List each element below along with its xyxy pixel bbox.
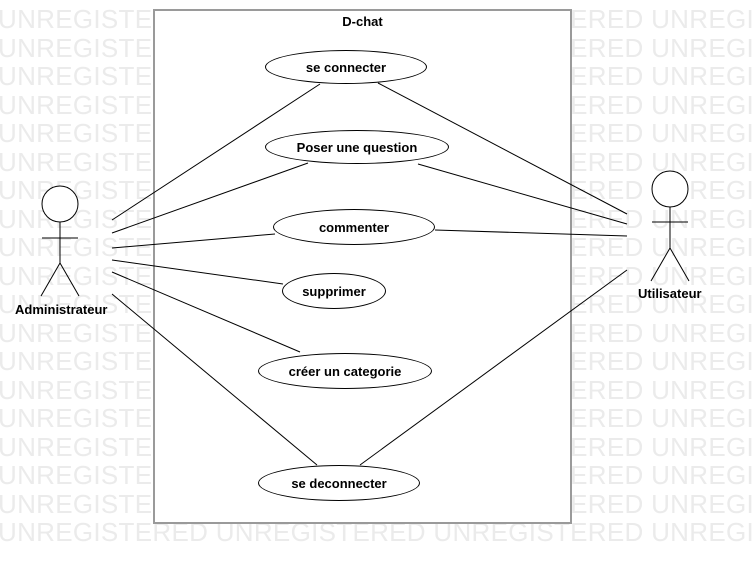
assoc-user-connect bbox=[377, 82, 628, 215]
actor-administrateur-figure bbox=[38, 185, 82, 300]
assoc-admin-comment bbox=[111, 233, 276, 249]
usecase-se-connecter: se connecter bbox=[265, 50, 427, 84]
actor-utilisateur-label: Utilisateur bbox=[638, 286, 702, 301]
assoc-user-disconnect bbox=[359, 269, 628, 466]
assoc-admin-ask bbox=[111, 162, 309, 234]
usecase-commenter: commenter bbox=[273, 209, 435, 245]
assoc-user-ask bbox=[417, 163, 628, 225]
system-boundary bbox=[153, 9, 572, 524]
system-title: D-chat bbox=[342, 14, 383, 29]
usecase-creer-un-categorie: créer un categorie bbox=[258, 353, 432, 389]
usecase-poser-une-question: Poser une question bbox=[265, 130, 449, 164]
assoc-admin-create-category bbox=[111, 271, 301, 353]
assoc-admin-connect bbox=[111, 83, 321, 221]
assoc-admin-disconnect bbox=[111, 293, 318, 466]
usecase-se-deconnecter: se deconnecter bbox=[258, 465, 420, 501]
assoc-admin-delete bbox=[111, 259, 284, 285]
usecase-supprimer: supprimer bbox=[282, 273, 386, 309]
actor-utilisateur-figure bbox=[648, 170, 692, 285]
assoc-user-comment bbox=[434, 229, 628, 237]
actor-administrateur-label: Administrateur bbox=[15, 302, 108, 317]
